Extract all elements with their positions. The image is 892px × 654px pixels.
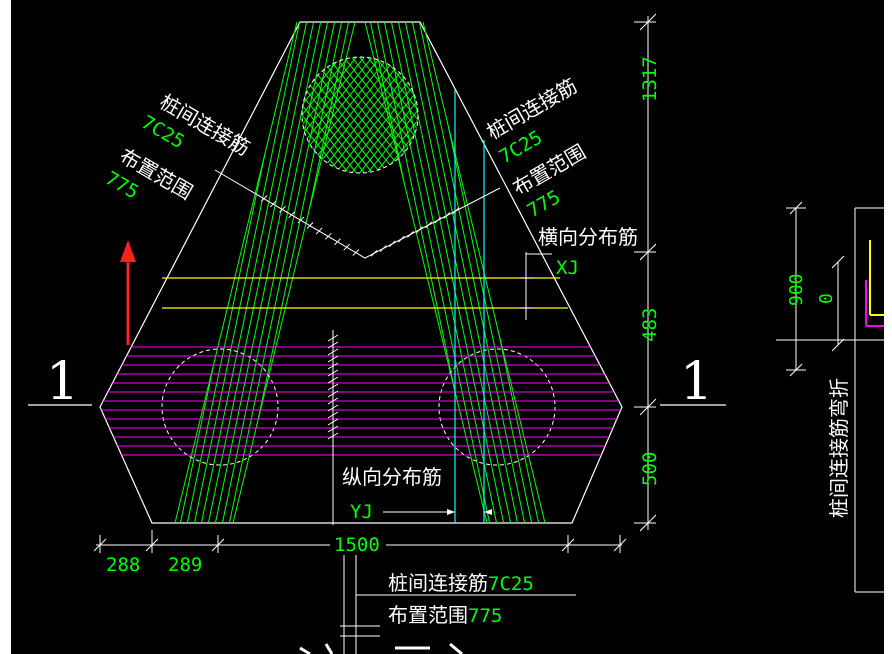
- pile-circle-left: [161, 348, 279, 466]
- long-marker-tick: [327, 390, 339, 398]
- pile-circle-top: [301, 56, 419, 174]
- longitudinal-code: YJ: [350, 501, 373, 523]
- band-left-rebar: [199, 22, 323, 523]
- long-marker-tick: [327, 348, 339, 356]
- v-leader-tick: [398, 235, 405, 243]
- dim-right-mid: 483: [639, 308, 661, 342]
- side-dim-0: 0: [816, 293, 837, 304]
- dim-bottom-288: 288: [106, 554, 140, 576]
- mesh-rebar-b: [337, 57, 418, 173]
- long-marker-tick: [327, 383, 339, 391]
- band-left-rebar: [213, 22, 337, 523]
- band-left-rebar: [206, 22, 330, 523]
- v-leader-tick: [334, 238, 341, 246]
- dim-bottom-1500: 1500: [334, 534, 380, 556]
- mesh-rebar-b: [345, 57, 418, 173]
- v-leader-tick: [443, 212, 451, 219]
- band-left-rebar: [192, 22, 316, 523]
- mesh-rebar-b: [321, 57, 418, 173]
- v-leader-tick: [370, 249, 378, 257]
- dim-bottom-289: 289: [168, 554, 202, 576]
- v-leader-tick: [260, 195, 268, 202]
- long-marker-tick: [327, 355, 339, 363]
- v-leader-tick: [343, 243, 351, 251]
- long-marker-tick: [327, 334, 339, 342]
- transverse-code: XJ: [556, 257, 579, 279]
- long-marker-tick: [327, 341, 339, 349]
- pile-band-magenta-lines: [100, 346, 622, 456]
- side-dim-900: 900: [786, 273, 807, 306]
- bottom-conn-label: 桩间连接筋7C25: [388, 571, 534, 595]
- band-left-rebar: [185, 22, 309, 523]
- pile-circle-right: [438, 348, 556, 466]
- longitudinal-label: 纵向分布筋: [342, 465, 442, 489]
- pile-cap-outline: [99, 21, 623, 524]
- band-right-rebar: [375, 22, 499, 523]
- long-marker-tick: [327, 404, 339, 412]
- v-leader-tick: [352, 249, 360, 256]
- transverse-label: 横向分布筋: [538, 225, 638, 249]
- long-marker-tick: [327, 425, 339, 433]
- section-mark-left: 1: [46, 352, 79, 412]
- mesh-rebar-b: [329, 57, 418, 173]
- v-leader-ticks: [260, 195, 460, 257]
- v-leader-tick: [324, 232, 332, 240]
- long-marker-tick: [327, 369, 339, 377]
- v-leader-tick: [407, 231, 414, 238]
- long-marker-tick: [327, 432, 339, 440]
- mesh-rebar-b: [353, 57, 418, 173]
- dim-right-top: 1317: [639, 56, 661, 102]
- longitudinal-marker: [327, 330, 339, 447]
- red-up-arrow-icon: [120, 240, 136, 345]
- v-leader-tick: [416, 226, 423, 233]
- v-leader-tick: [288, 211, 296, 219]
- v-leader-tick: [452, 207, 460, 215]
- v-leader-tick: [315, 227, 323, 235]
- v-leader-tick: [269, 200, 277, 208]
- band-right-rebar: [396, 22, 520, 523]
- v-leader-tick: [388, 240, 396, 248]
- right-dimension-line: [634, 13, 657, 532]
- yj-arrow-head-right: [484, 509, 492, 515]
- v-leader-tick: [297, 216, 305, 224]
- mesh-rebar-b: [361, 57, 418, 173]
- bottom-conn-spec: 7C25: [488, 573, 534, 595]
- band-right-rebar: [410, 22, 534, 523]
- v-leader-tick: [434, 216, 442, 224]
- band-right-rebar: [403, 22, 527, 523]
- window-left-edge: [0, 0, 11, 654]
- long-marker-tick: [327, 376, 339, 384]
- mesh-rebar-a: [361, 57, 418, 173]
- bottom-range-label: 布置范围775: [388, 603, 502, 627]
- long-marker-tick: [327, 362, 339, 370]
- bottom-range-val: 775: [468, 605, 502, 627]
- cyan-reference-lines: [454, 90, 485, 523]
- v-leader-tick: [379, 245, 387, 252]
- dim-right-bot: 500: [639, 452, 661, 486]
- long-marker-tick: [327, 397, 339, 405]
- v-leader-tick: [279, 205, 286, 213]
- side-detail-colored-bars: [865, 240, 884, 327]
- long-marker-tick: [327, 411, 339, 419]
- window-right-edge: [884, 0, 892, 654]
- yj-arrow-head-left: [447, 509, 455, 515]
- side-detail-lines: [776, 201, 884, 593]
- v-leader-tick: [425, 221, 432, 229]
- partial-title-glyphs: [299, 642, 463, 654]
- v-leader-tick: [306, 222, 314, 229]
- side-label-bend: 桩间连接筋弯折: [827, 378, 851, 518]
- band-right-rebar: [389, 22, 513, 523]
- xj-leader: [520, 252, 552, 320]
- transverse-distribution-bars: [162, 277, 568, 309]
- dim-bottom-1500-bg: [330, 534, 386, 554]
- long-marker-tick: [327, 418, 339, 426]
- bottom-label-leader: [340, 555, 576, 654]
- section-mark-right: 1: [680, 352, 713, 412]
